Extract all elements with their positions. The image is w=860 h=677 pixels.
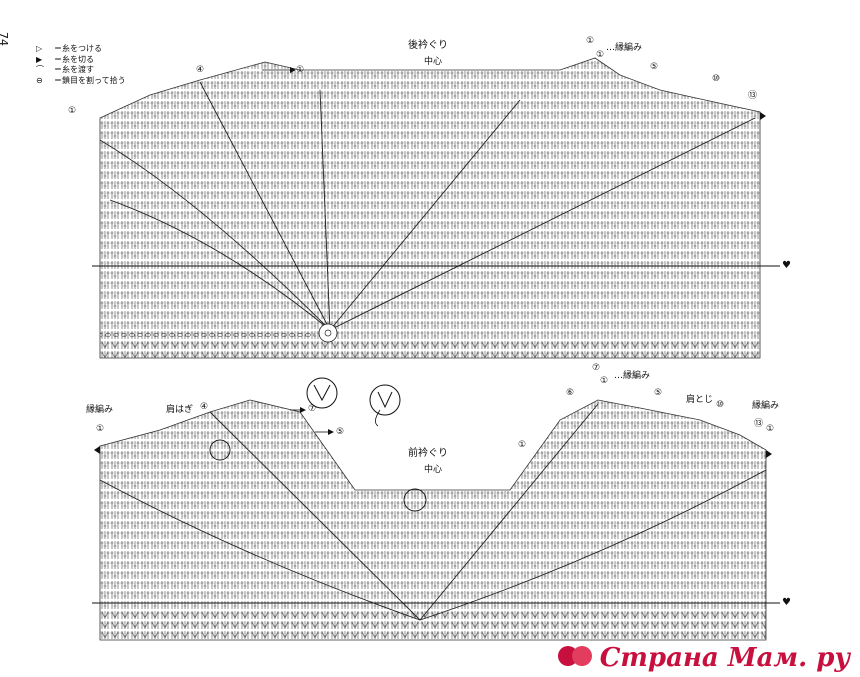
front-row-number: ⑤ [654,388,663,398]
front-row-number: ⑩ [716,400,725,410]
back-stitch-grid [99,57,761,359]
carry-yarn-icon: ⌒ [36,65,44,74]
detail-circle [209,439,231,461]
front-shaping-curve [99,479,421,621]
front-center-label: 中心 [424,465,443,475]
back-row-number: ① [68,106,77,116]
watermark-suffix: . ру [798,643,850,673]
front-panel [92,377,780,641]
back-shaping-curve [99,139,331,331]
front-row-number: ① [600,376,609,386]
legend-row: ▷ ＝糸をつける [36,44,126,55]
front-stitch-grid [99,399,767,641]
back-center-motif [318,323,338,343]
back-center-label: 中心 [424,57,443,67]
back-row-number: ④ [196,65,205,75]
filled-triangle-icon [94,446,100,454]
filled-triangle-icon [766,450,772,458]
legend-text: ＝糸を渡す [54,65,94,74]
back-chain-band [100,330,315,340]
legend-row: ▶ ＝糸を切る [36,55,126,66]
front-bottom-band [100,610,766,640]
back-center-ring [324,329,332,337]
back-bottom-band [100,340,760,358]
front-edge-label-right: 縁編み [752,401,780,411]
legend-row: ⌒ ＝糸を渡す [36,65,126,76]
yarn-tail-icon [375,409,381,427]
legend-text: ＝糸を切る [54,54,94,64]
front-shoulder-right-label: 肩とじ [686,395,714,405]
watermark: Страна Мам. ру [557,643,850,673]
front-shoulder-left-label: 肩はぎ [166,405,194,415]
front-row-number: ⑦ [308,404,317,414]
legend-text: ＝糸をつける [54,44,102,53]
heart-icon: ♥ [782,260,791,271]
front-row-number: ⑦ [592,363,601,373]
front-edge-label-mid: …縁編み [614,371,651,381]
watermark-logo-icon [557,646,596,668]
back-row-number: ⑬ [748,91,758,101]
front-neck-label: 前衿ぐり [408,448,448,459]
back-row-number: ⑩ [712,74,721,84]
front-row-number: ⑥ [566,388,575,398]
front-row-number: ① [766,424,775,434]
detail-circle [403,488,427,512]
front-row-number: ① [518,440,527,450]
back-shaping-line [319,89,331,331]
magnified-stitch-circle [369,384,401,416]
heart-icon: ♥ [782,597,791,608]
back-row-number: ⑤ [650,62,659,72]
back-row-number: ① [296,65,305,75]
front-edge-label-left: 縁編み [86,405,114,415]
front-shaping-line [209,411,421,621]
back-neck-label: 後衿ぐり [408,40,448,51]
back-row-number: ① [586,36,595,46]
back-row-number: ① [596,50,605,60]
front-shaping-line [419,403,599,621]
back-shaping-line [329,99,521,331]
front-row-number: ⑤ [336,427,345,437]
arrow-head-icon [328,429,334,435]
filled-triangle-icon [760,112,766,120]
stitch-detail-icon [377,391,393,409]
watermark-text: Страна Мам [599,643,799,673]
back-shaping-line [329,117,756,331]
open-triangle-icon: ▷ [36,44,43,53]
front-row-number: ① [96,424,105,434]
back-shaping-line [199,81,331,331]
legend-row: ⊖ ＝鎖目を割って拾う [36,76,126,87]
arrow-head-icon [290,67,296,73]
back-shaping-curve [109,199,331,331]
filled-triangle-icon: ▶ [36,54,43,64]
legend-text: ＝鎖目を割って拾う [54,75,126,85]
front-row-number: ⑬ [754,419,764,429]
symbol-legend: ▷ ＝糸をつける ▶ ＝糸を切る ⌒ ＝糸を渡す ⊖ ＝鎖目を割って拾う [36,44,126,86]
arrow-head-icon [300,407,306,413]
back-edge-label: …縁編み [606,43,643,53]
split-chain-icon: ⊖ [36,75,43,85]
stitch-detail-icon [313,384,331,402]
front-row-number: ④ [200,402,209,412]
back-panel [92,57,780,359]
